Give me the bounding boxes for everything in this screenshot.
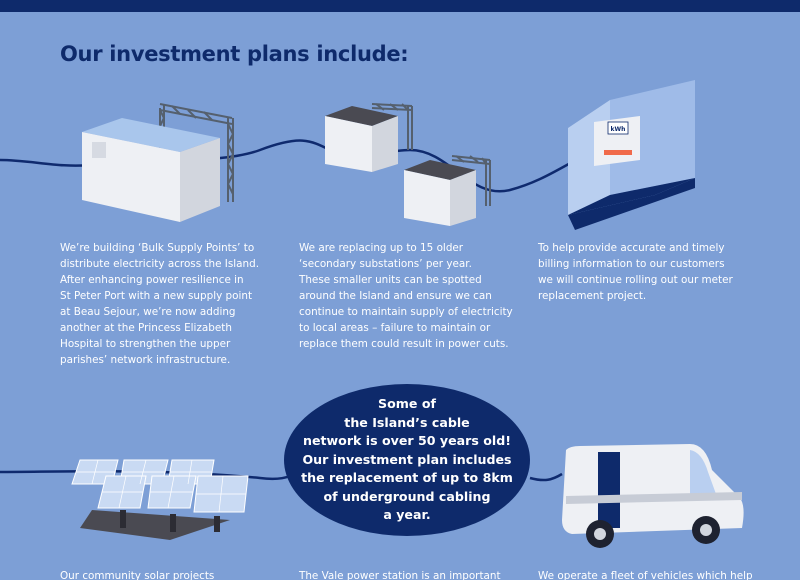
callout-ellipse: [284, 384, 530, 536]
vehicle-fleet-text: We operate a fleet of vehicles which hel…: [538, 570, 753, 580]
meter-label: kWh: [611, 126, 626, 133]
substation-icon: [325, 103, 491, 226]
page-heading: Our investment plans include:: [60, 42, 409, 66]
vale-power-station-text: The Vale power station is an important: [299, 570, 501, 580]
secondary-substations-text: We are replacing up to 15 older ‘seconda…: [299, 242, 513, 350]
van-icon: [562, 444, 744, 548]
meter-room-icon: kWh: [568, 80, 695, 230]
solar-projects-text: Our community solar projects: [60, 570, 215, 580]
meter-replacement-text: To help provide accurate and timely bill…: [538, 242, 733, 302]
solar-panels-icon: [71, 459, 249, 540]
cable-network-callout: Some of the Island’s cable network is ov…: [284, 384, 530, 536]
top-bar: [0, 0, 800, 12]
bulk-supply-point-icon: [82, 103, 235, 222]
callout-text: Some of the Island’s cable network is ov…: [301, 396, 513, 523]
bulk-supply-points-text: We’re building ‘Bulk Supply Points’ to d…: [60, 242, 260, 366]
